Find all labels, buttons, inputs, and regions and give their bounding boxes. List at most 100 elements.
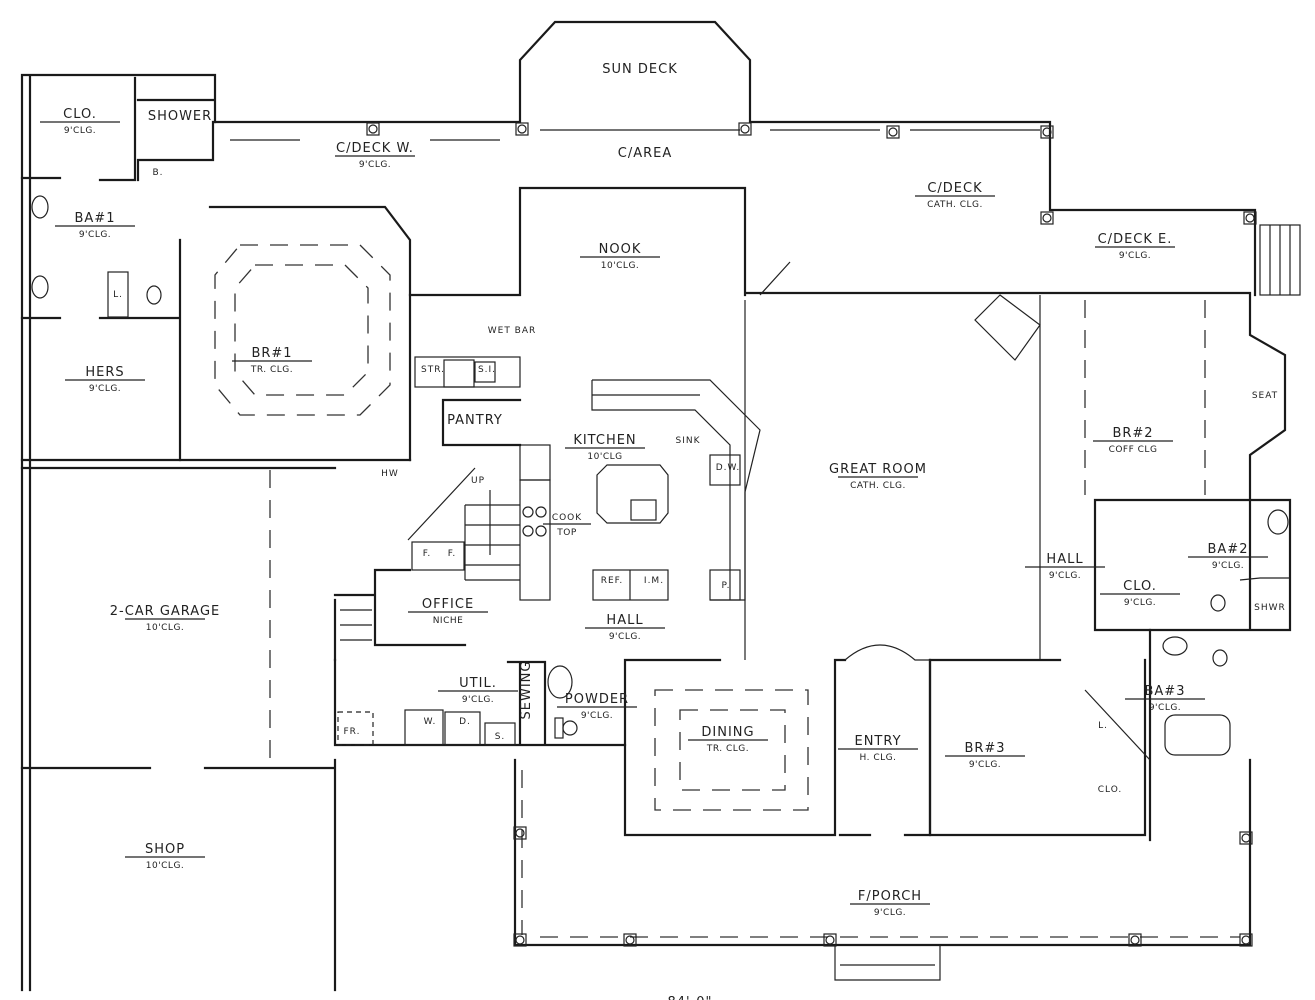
ceiling-note: 9'CLG. [1149,703,1181,713]
room-label: SINK [675,436,700,446]
ceiling-note: 9'CLG. [874,908,906,918]
ceiling-note: 9'CLG. [462,695,494,705]
ceiling-note: TR. CLG. [706,744,749,754]
ceiling-note: NICHE [433,616,464,626]
room-name: C/DECK E. [1098,232,1173,247]
ceiling-note: TOP [556,528,577,538]
column-post [515,122,529,136]
room-label: SHWR [1254,603,1286,613]
room-label: BA#3 9'CLG. [1125,684,1205,713]
column-post [513,933,527,947]
column-post [823,933,837,947]
ceiling-note: 9'CLG. [1049,571,1081,581]
room-name: CLO. [63,107,97,122]
room-name: FR. [344,727,361,737]
room-name: F. [448,549,457,559]
room-name: WET BAR [488,326,537,336]
room-label: SHOWER [148,109,211,124]
room-name: GREAT ROOM [829,462,927,477]
room-label: F. [448,549,457,559]
room-name: COOK [552,513,582,523]
overall-dimension: 84'-0" [667,995,712,1000]
room-name: HW [381,469,399,479]
ceiling-note: 9'CLG. [1212,561,1244,571]
room-name: SINK [675,436,700,446]
column-post [623,933,637,947]
room-name: S.I. [478,365,496,375]
column-post-circle [888,127,898,137]
room-name: DINING [701,725,754,740]
column-post-circle [625,935,635,945]
room-label: C/DECK W.9'CLG. [335,141,415,170]
room-label: WET BAR [488,326,537,336]
room-name: PANTRY [447,413,503,428]
room-name: 2-CAR GARAGE [110,604,221,619]
tray-ceiling-outline [214,244,391,416]
room-label: CLO. [1098,785,1123,795]
ceiling-note: TR. CLG. [250,365,293,375]
room-name: BA#2 [1208,542,1249,557]
room-label: UP [471,476,484,486]
room-label: L. [113,290,123,300]
room-label: S. [495,732,506,742]
room-label: F. [423,549,431,559]
room-label: C/AREA [618,146,673,161]
room-labels: SUN DECK C/AREA C/DECK W.9'CLG. CLO. 9'CLG. S… [40,62,1286,1000]
room-name: SEWING [519,661,534,720]
ceiling-note: 9'CLG. [581,711,613,721]
room-label: COOK TOP [543,513,591,538]
room-name: OFFICE [422,597,474,612]
column-post [886,125,900,139]
room-name: SEAT [1252,391,1278,401]
columns [366,122,1257,947]
room-label: UTIL. 9'CLG. [438,676,518,705]
column-post-circle [1042,213,1052,223]
room-name: SUN DECK [602,62,677,77]
ceiling-note: CATH. CLG. [850,481,906,491]
room-name: W. [424,717,437,727]
column-post [1239,831,1253,845]
walls [20,20,1301,992]
room-name: C/AREA [618,146,673,161]
room-label: PANTRY [447,413,503,428]
room-name: HERS [85,365,124,380]
ceiling-note: 9'CLG. [64,126,96,136]
room-name: HALL [1046,552,1083,567]
room-name: D.W. [716,463,741,473]
room-name: BA#3 [1145,684,1186,699]
room-label: FR. [344,727,361,737]
room-label: P. [722,581,730,591]
room-name: S. [495,732,506,742]
room-label: BR#1TR. CLG. [232,346,312,375]
room-name: CLO. [1123,579,1157,594]
column-post-circle [515,935,525,945]
column-post-circle [1245,213,1255,223]
bath-fixtures [31,195,1289,667]
ceiling-note: COFF CLG [1109,445,1158,455]
room-label: CLO.9'CLG. [1100,579,1180,608]
room-name: BR#2 [1112,426,1153,441]
room-label: S.I. [478,365,496,375]
column-post-circle [825,935,835,945]
room-name: L. [113,290,123,300]
column-post-circle [1241,935,1251,945]
room-label: B. [152,168,162,178]
room-name: UTIL. [459,676,497,691]
ceiling-note: 9'CLG. [79,230,111,240]
room-name: CLO. [1098,785,1123,795]
column-post [1243,211,1257,225]
room-name: BA#1 [75,211,116,226]
ceiling-note: 10'CLG. [146,623,185,633]
room-name: ENTRY [854,734,901,749]
room-label: STR. [421,365,444,375]
room-name: SHWR [1254,603,1286,613]
column-post-circle [740,124,750,134]
ceiling-note: 10'CLG [587,452,622,462]
room-name: L. [1098,721,1108,731]
room-label: CLO. 9'CLG. [40,107,120,136]
